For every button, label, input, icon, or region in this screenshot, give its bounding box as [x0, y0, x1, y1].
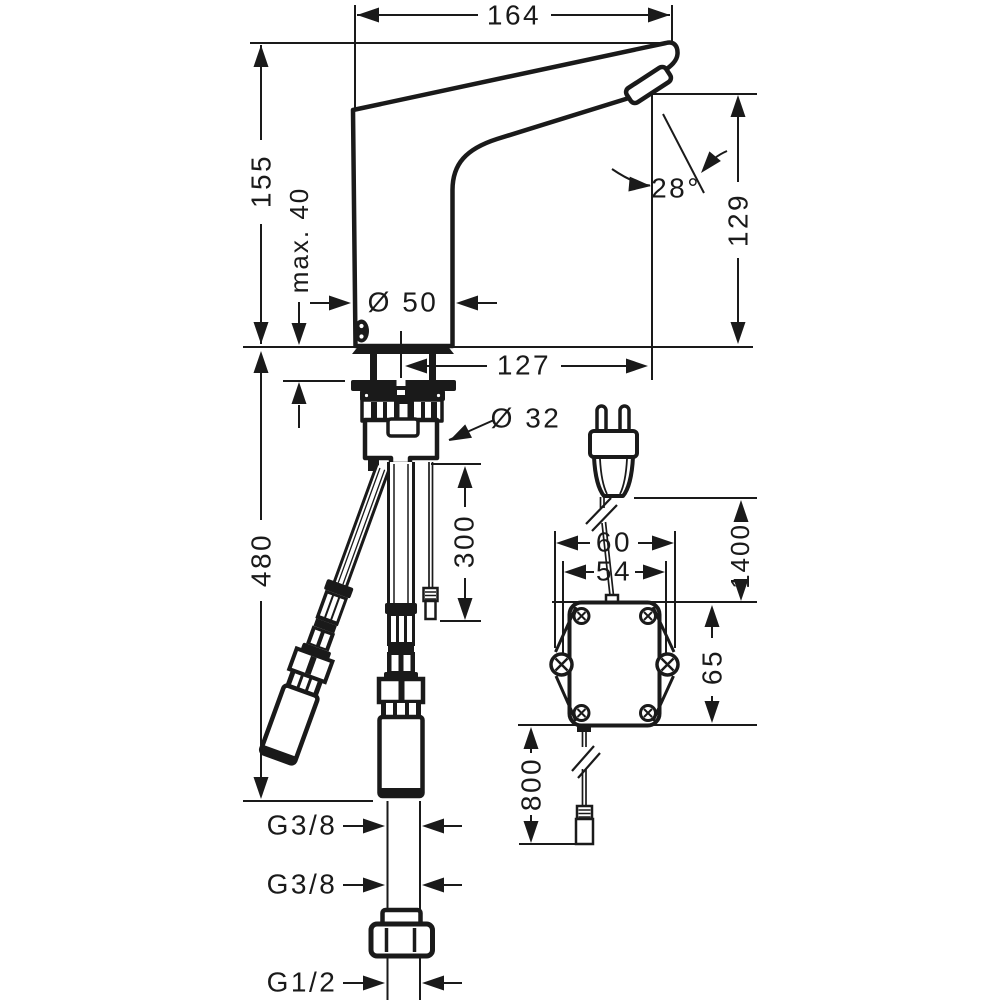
union-nut — [368, 921, 435, 959]
corner-screws — [572, 607, 657, 722]
dim-label-body-diameter: Ø 50 — [368, 287, 439, 318]
side-screws — [549, 652, 680, 677]
dim-label-sensor-cable: 300 — [449, 514, 480, 568]
dim-label-spout-reach: 127 — [497, 350, 551, 381]
cable-connector — [574, 817, 595, 846]
plug-pin — [595, 404, 608, 435]
dim-label-total-height: 155 — [246, 154, 277, 208]
solenoid-box — [386, 417, 420, 438]
dim-label-box-screw-width: 54 — [596, 556, 632, 587]
hose-diagonal — [258, 464, 391, 766]
sensor-cable — [422, 462, 439, 621]
dim-label-hole-diameter: Ø 32 — [491, 403, 562, 434]
dim-label-spout-angle: 28° — [651, 173, 701, 204]
bottom-pipe — [368, 801, 435, 1000]
control-box — [549, 593, 680, 846]
dim-label-box-height: 65 — [697, 649, 728, 685]
base-assembly — [351, 344, 456, 471]
dim-label-box-outer-width: 60 — [596, 527, 632, 558]
dim-label-outlet-height: 129 — [723, 193, 754, 247]
thread-label-mid: G3/8 — [267, 869, 338, 900]
base-flange — [352, 344, 454, 354]
aerator-nozzle — [623, 64, 674, 106]
plug-pin — [618, 404, 631, 435]
cable-break-mark — [585, 497, 618, 532]
dim-label-hose-length: 480 — [246, 533, 277, 587]
dim-label-plug-cable: 1400 — [725, 523, 755, 589]
faucet-body — [350, 40, 680, 349]
dim-label-spout-width: 164 — [487, 0, 541, 31]
dim-label-max-thickness: max. 40 — [284, 187, 314, 294]
dim-label-box-cable: 800 — [516, 757, 547, 811]
sensor-window — [354, 319, 369, 343]
angle-reference-line — [662, 113, 705, 194]
dimension-labels: 164 155 max. 40 Ø 50 28° 129 127 Ø 32 48… — [246, 0, 756, 998]
power-plug — [585, 404, 639, 601]
hose-vertical — [376, 462, 426, 799]
thread-label-bottom: G1/2 — [267, 967, 338, 998]
mounting-ears — [554, 606, 676, 722]
thread-label-top: G3/8 — [267, 810, 338, 841]
